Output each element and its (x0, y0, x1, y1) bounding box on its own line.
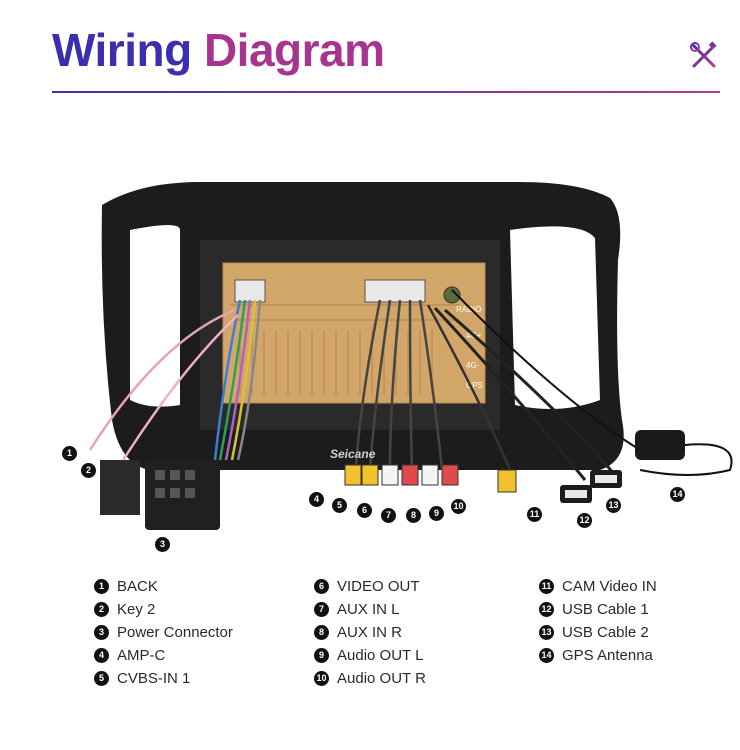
legend-label: USB Cable 2 (562, 624, 649, 641)
legend-number: 5 (94, 671, 109, 686)
callout-6: 6 (357, 503, 372, 518)
legend-number: 14 (539, 648, 554, 663)
legend-label: Key 2 (117, 601, 156, 618)
callout-10: 10 (451, 499, 466, 514)
legend-number: 10 (314, 671, 329, 686)
legend-number: 4 (94, 648, 109, 663)
title-word-wiring: Wiring (52, 24, 192, 76)
legend-number: 12 (539, 602, 554, 617)
legend-item: 10 Audio OUT R (314, 667, 426, 690)
legend-number: 6 (314, 579, 329, 594)
wrench-screwdriver-icon (690, 41, 717, 68)
callout-9: 9 (429, 506, 444, 521)
callout-5: 5 (332, 498, 347, 513)
panel-label-4g-minus: 4G- (466, 361, 480, 370)
legend-label: AUX IN R (337, 624, 403, 641)
legend-item: 6 VIDEO OUT (314, 575, 426, 598)
callout-13: 13 (606, 498, 621, 513)
legend-number: 7 (314, 602, 329, 617)
legend-item: 2 Key 2 (94, 598, 233, 621)
head-unit-illustration: RADIO 4G+ 4G- GPS Seicane (88, 182, 733, 530)
callout-2: 2 (81, 463, 96, 478)
legend-number: 1 (94, 579, 109, 594)
legend-item: 12 USB Cable 1 (539, 598, 657, 621)
legend-label: VIDEO OUT (337, 578, 420, 595)
callout-8: 8 (406, 508, 421, 523)
legend-number: 3 (94, 625, 109, 640)
callout-11: 11 (527, 507, 542, 522)
panel-label-gps: GPS (466, 381, 483, 390)
legend-label: AUX IN L (337, 601, 400, 618)
legend-label: CAM Video IN (562, 578, 657, 595)
panel-label-radio: RADIO (456, 305, 481, 314)
legend-column-3: 11 CAM Video IN 12 USB Cable 1 13 USB Cable… (539, 575, 657, 667)
legend-label: USB Cable 1 (562, 601, 649, 618)
brand-label: Seicane (330, 447, 376, 461)
legend-label: GPS Antenna (562, 647, 653, 664)
legend-item: 4 AMP-C (94, 644, 233, 667)
header-divider (52, 91, 720, 93)
legend-label: CVBS-IN 1 (117, 670, 191, 687)
legend-item: 7 AUX IN L (314, 598, 426, 621)
legend-label: Power Connector (117, 624, 233, 641)
legend-item: 13 USB Cable 2 (539, 621, 657, 644)
legend-label: Audio OUT R (337, 670, 426, 687)
legend-column-1: 1 BACK 2 Key 2 3 Power Connector 4 AMP-C 5 CV… (94, 575, 233, 690)
legend-item: 14 GPS Antenna (539, 644, 657, 667)
legend-label: Audio OUT L (337, 647, 424, 664)
callout-1: 1 (62, 446, 77, 461)
callout-14: 14 (670, 487, 685, 502)
legend-item: 9 Audio OUT L (314, 644, 426, 667)
legend-item: 8 AUX IN R (314, 621, 426, 644)
callout-12: 12 (577, 513, 592, 528)
legend-number: 2 (94, 602, 109, 617)
legend-number: 9 (314, 648, 329, 663)
legend-number: 8 (314, 625, 329, 640)
callout-4: 4 (309, 492, 324, 507)
legend-item: 11 CAM Video IN (539, 575, 657, 598)
callout-3: 3 (155, 537, 170, 552)
legend-item: 1 BACK (94, 575, 233, 598)
legend-item: 5 CVBS-IN 1 (94, 667, 233, 690)
title-word-diagram: Diagram (203, 24, 385, 76)
legend-label: BACK (117, 578, 158, 595)
callout-7: 7 (381, 508, 396, 523)
legend-item: 3 Power Connector (94, 621, 233, 644)
legend-number: 13 (539, 625, 554, 640)
legend-label: AMP-C (117, 647, 166, 664)
legend-number: 11 (539, 579, 554, 594)
page-title: Wiring Diagram (52, 22, 385, 78)
